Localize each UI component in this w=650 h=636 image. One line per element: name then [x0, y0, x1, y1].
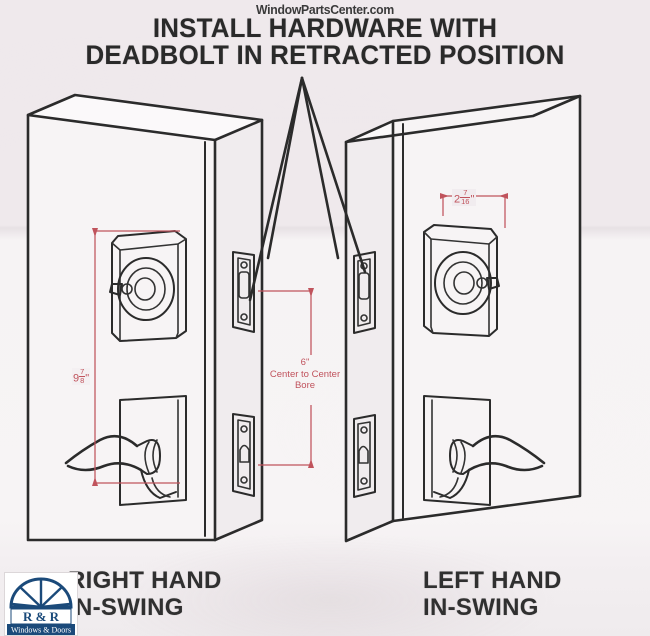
backset-denominator: 16: [461, 196, 470, 206]
caption-right-hand-line-1: RIGHT HAND: [68, 567, 222, 594]
height-whole: 9: [73, 372, 80, 385]
caption-left-hand-line-1: LEFT HAND: [423, 567, 562, 594]
lever-plate-left: [119, 395, 187, 506]
bore-line-3: Bore: [294, 380, 316, 391]
rr-windows-doors-logo: R & R Windows & Doors: [4, 572, 78, 636]
door-left-hand: [344, 94, 582, 543]
heading-line-1: INSTALL HARDWARE WITH: [152, 13, 498, 43]
height-denominator: 8: [80, 375, 85, 385]
dimension-bore-center: [258, 288, 314, 468]
deadbolt-escutcheon-left: [109, 230, 187, 342]
lever-handle-left: [64, 434, 177, 499]
latch-strike-left: [232, 413, 255, 497]
dimension-label-bore: 6" Center to Center Bore: [263, 357, 347, 392]
backset-unit: ": [470, 193, 475, 206]
caption-right-hand-line-2: IN-SWING: [68, 594, 184, 621]
caption-left-hand: LEFT HAND IN-SWING: [423, 567, 562, 621]
lever-handle-right: [433, 434, 546, 499]
heading-line-2: DEADBOLT IN RETRACTED POSITION: [85, 40, 565, 70]
caption-left-hand-line-2: IN-SWING: [423, 594, 539, 621]
bore-value: 6": [300, 357, 310, 368]
backset-whole: 2: [454, 193, 461, 206]
dimension-height-left: [92, 228, 180, 486]
site-watermark: WindowPartsCenter.com: [256, 2, 394, 17]
caption-right-hand: RIGHT HAND IN-SWING: [68, 567, 222, 621]
height-numerator: 7: [79, 367, 86, 377]
deadbolt-strike-left: [232, 251, 255, 333]
lever-plate-right: [423, 395, 491, 506]
logo-artwork: R & R Windows & Doors: [7, 577, 75, 635]
logo-tagline: Windows & Doors: [11, 626, 71, 635]
deadbolt-callout-leaders: [248, 76, 367, 302]
backset-numerator: 7: [460, 189, 471, 198]
bore-line-2: Center to Center: [269, 368, 341, 380]
door-right-hand: [26, 93, 264, 542]
height-unit: ": [85, 372, 90, 385]
latch-strike-right: [353, 414, 376, 498]
logo-name: R & R: [23, 609, 60, 624]
deadbolt-escutcheon-right: [423, 224, 500, 337]
